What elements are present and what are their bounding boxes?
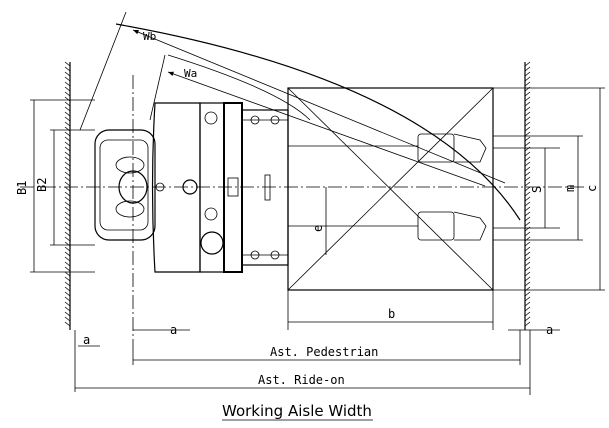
wa-radius-line bbox=[149, 54, 166, 121]
b2-label: B2 bbox=[35, 178, 49, 192]
wa-label: Wa bbox=[184, 67, 197, 80]
a-mid-label: a bbox=[170, 323, 177, 337]
c-label: c bbox=[585, 185, 599, 192]
wb-label: Wb bbox=[143, 30, 156, 43]
truck-body bbox=[94, 102, 289, 273]
e-label: e bbox=[311, 225, 325, 232]
b1-label: B1 bbox=[15, 181, 29, 195]
pallet-load bbox=[287, 87, 494, 291]
s-label: S bbox=[530, 186, 544, 193]
ast-rideon-label: Ast. Ride-on bbox=[258, 373, 345, 387]
left-wall bbox=[64, 61, 71, 330]
m-label: m bbox=[563, 185, 577, 192]
wb-radius-line bbox=[79, 11, 127, 131]
wa-turning-arc bbox=[167, 54, 311, 121]
wb-turning-arc bbox=[115, 23, 521, 221]
b-label: b bbox=[388, 307, 395, 321]
wa-pointer bbox=[167, 71, 486, 187]
dimension-lines bbox=[30, 87, 605, 395]
wb-pointer bbox=[132, 29, 506, 184]
diagram-title: Working Aisle Width bbox=[222, 402, 372, 420]
a-right-label: a bbox=[546, 323, 553, 337]
ast-pedestrian-label: Ast. Pedestrian bbox=[270, 345, 378, 359]
a-left-label: a bbox=[83, 333, 90, 347]
